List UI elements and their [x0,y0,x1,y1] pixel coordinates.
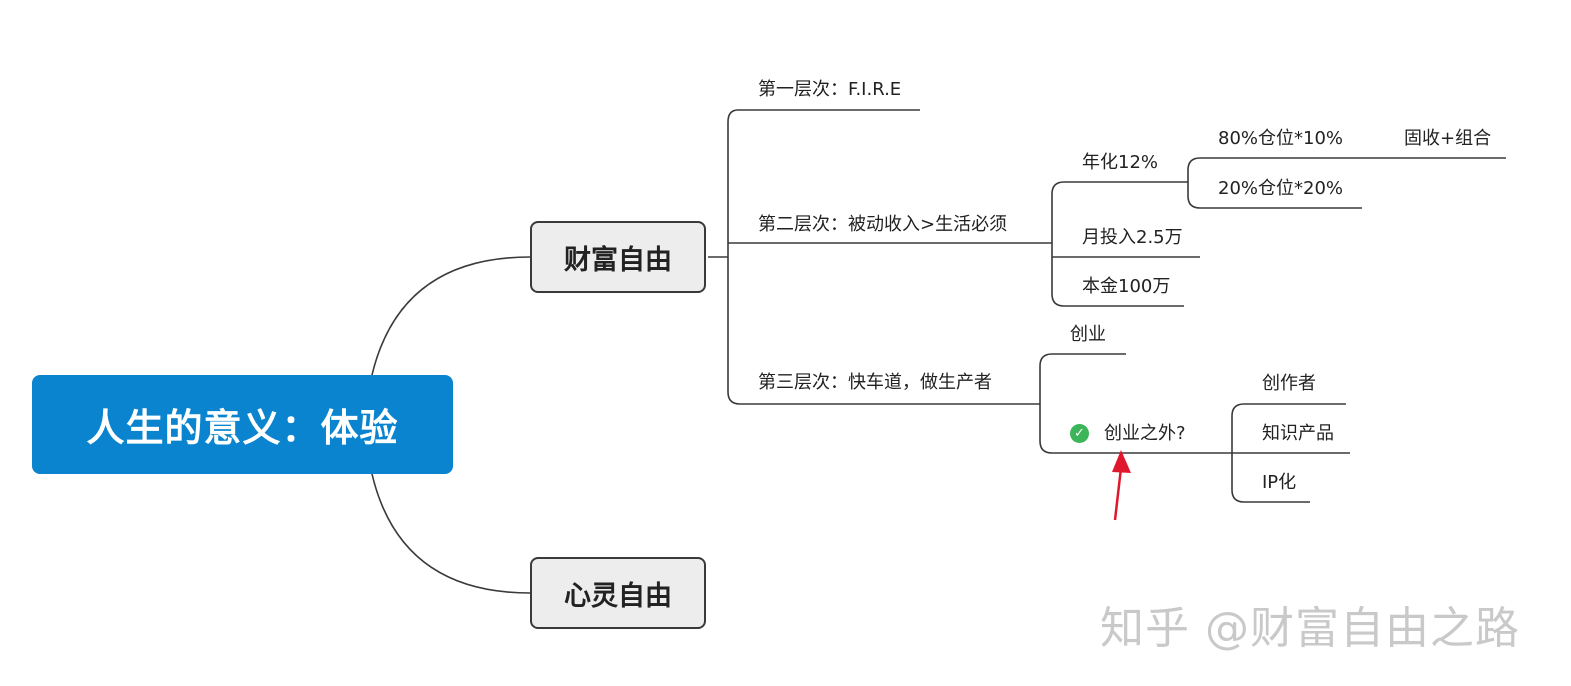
connector-annual-bracket [1187,157,1201,209]
connector-level3-bracket [1039,353,1053,454]
position-80-node[interactable]: 80%仓位*10% [1218,128,1344,149]
principal-node[interactable]: 本金100万 [1082,276,1171,297]
level3-node[interactable]: 第三层次：快车道，做生产者 [758,372,992,393]
fixed-income-node[interactable]: 固收+组合 [1404,128,1492,149]
wealth-freedom-label: 财富自由 [564,244,672,276]
level1-node[interactable]: 第一层次：F.I.R.E [758,79,902,100]
monthly-invest-node[interactable]: 月投入2.5万 [1082,227,1183,248]
ip-node[interactable]: IP化 [1262,472,1297,493]
annual-return-node[interactable]: 年化12% [1082,152,1159,173]
red-arrow-icon [1112,450,1131,521]
beyond-startup-node[interactable]: 创业之外? [1104,423,1186,444]
check-circle-icon: ✓ [1070,424,1089,443]
connector-level2-bracket [1051,181,1065,307]
creator-node[interactable]: 创作者 [1262,373,1316,394]
root-label: 人生的意义：体验 [86,406,399,450]
watermark: 知乎 @财富自由之路 [1100,603,1520,654]
connector-root-spirit [371,473,531,594]
level2-node[interactable]: 第二层次：被动收入>生活必须 [758,214,1008,235]
connector-root-wealth [371,256,531,376]
startup-node[interactable]: 创业 [1070,324,1106,345]
spirit-freedom-node[interactable]: 心灵自由 [530,557,706,629]
knowledge-product-node[interactable]: 知识产品 [1262,423,1334,444]
connector-wealth-bracket [727,109,741,405]
root-node[interactable]: 人生的意义：体验 [32,375,453,474]
position-20-node[interactable]: 20%仓位*20% [1218,178,1344,199]
wealth-freedom-node[interactable]: 财富自由 [530,221,706,293]
spirit-freedom-label: 心灵自由 [564,580,672,612]
